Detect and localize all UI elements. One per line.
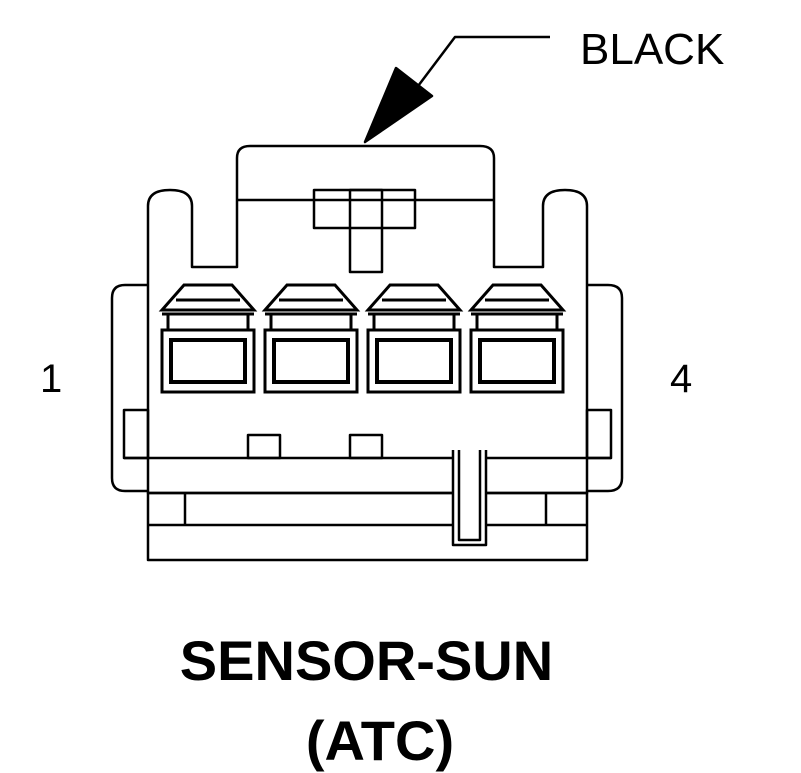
terminal-cavity-3 (364, 283, 464, 394)
key-left (246, 433, 282, 460)
wire-color-label: BLACK (580, 25, 725, 74)
lock-tab-stem (348, 188, 384, 274)
pin-number-last: 4 (670, 357, 693, 401)
left-rail (122, 408, 150, 460)
key-right (348, 433, 384, 460)
terminal-cavity-outer (160, 328, 256, 394)
terminal-cavity-inner (169, 338, 247, 384)
connector-name: SENSOR-SUN (179, 629, 554, 692)
terminal-cavity-inner (272, 338, 350, 384)
terminal-latch (364, 283, 464, 312)
center-slot (451, 450, 488, 547)
terminal-group (158, 283, 567, 394)
terminal-cavity-outer (469, 328, 565, 394)
terminal-cavity-inner (478, 338, 556, 384)
terminal-cavity-outer (366, 328, 462, 394)
terminal-cavity-1 (158, 283, 258, 394)
terminal-cavity-outer (263, 328, 359, 394)
pin-number-first: 1 (40, 357, 63, 401)
terminal-cavity-4 (467, 283, 567, 394)
terminal-cavity-2 (261, 283, 361, 394)
connector-housing (146, 144, 589, 495)
terminal-latch (158, 283, 258, 312)
terminal-cavity-inner (375, 338, 453, 384)
leader-arrowhead (363, 66, 434, 144)
lock-tab (312, 188, 417, 230)
right-latch (587, 283, 624, 493)
base-plate (146, 491, 589, 562)
terminal-latch (261, 283, 361, 312)
terminal-latch (467, 283, 567, 312)
right-rail (585, 408, 613, 460)
center-slot-inner (457, 450, 482, 542)
connector-subname: (ATC) (305, 709, 455, 772)
left-latch (110, 283, 148, 493)
